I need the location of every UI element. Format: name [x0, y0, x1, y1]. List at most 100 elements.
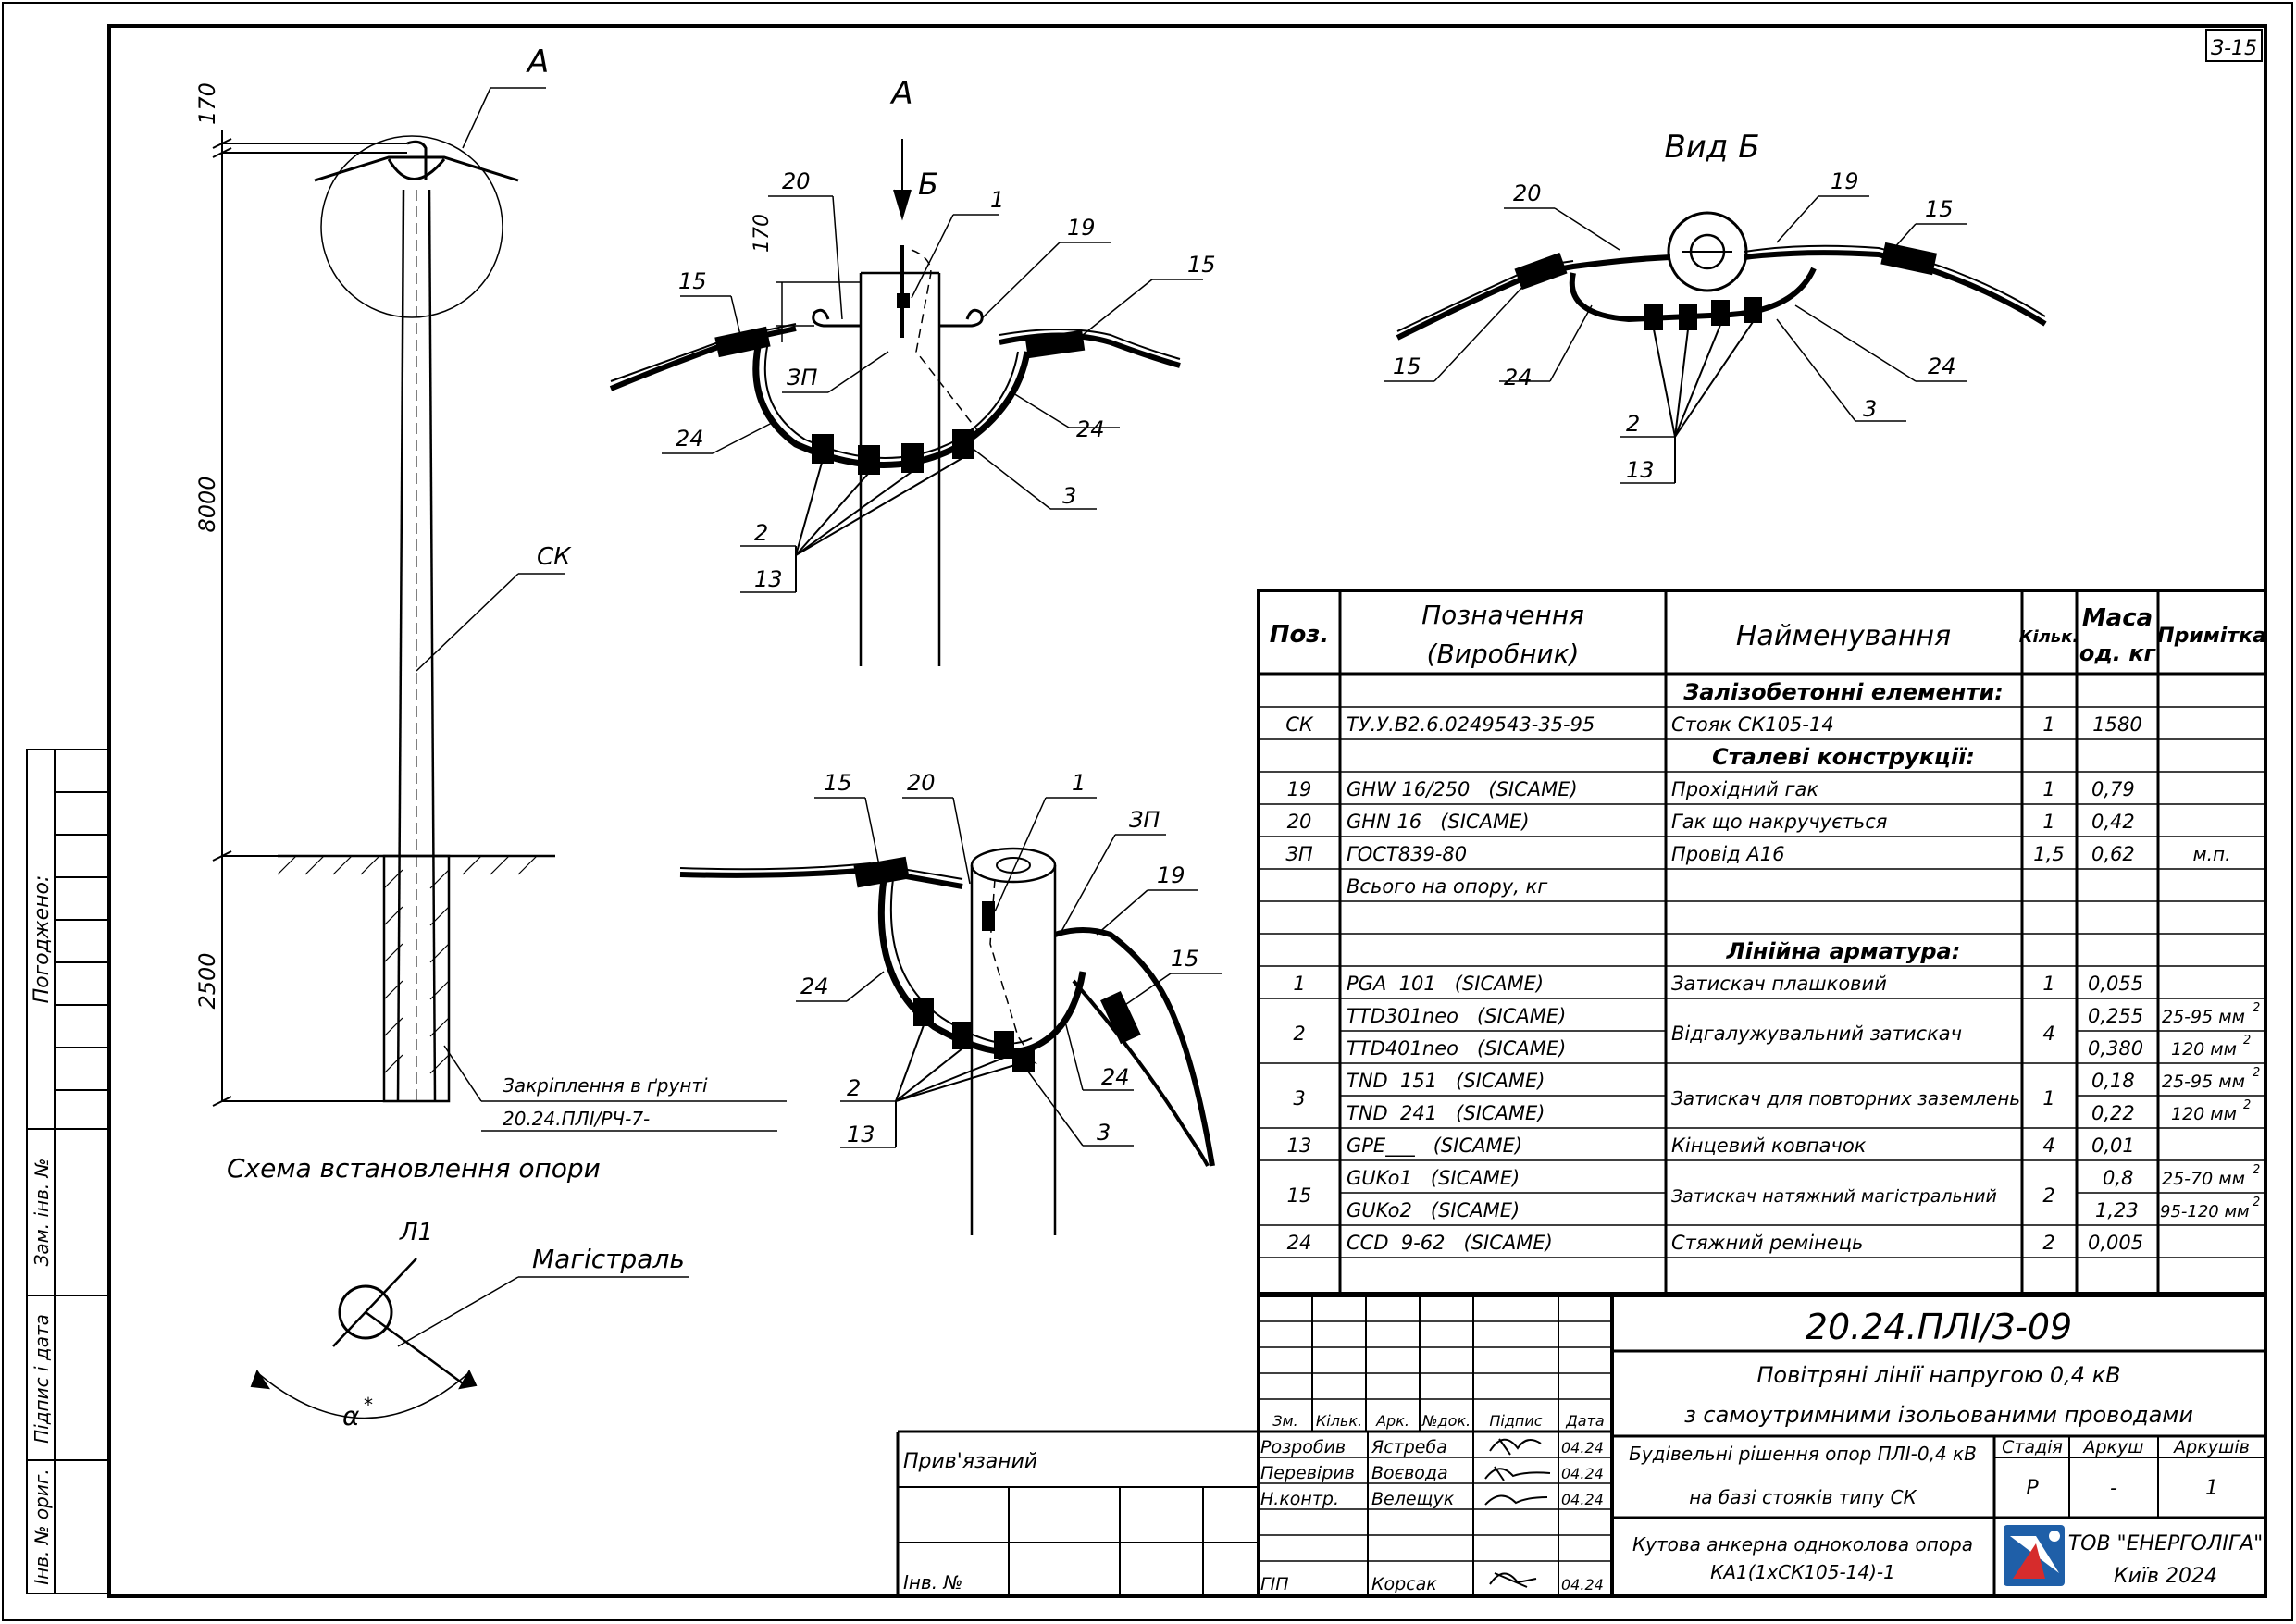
spec-r2-note-b: 120 мм	[2171, 1039, 2237, 1060]
d1-callout-24a: 24	[676, 426, 704, 452]
spec-total: Всього на опору, кг	[1347, 875, 1548, 898]
spec-r1-des: PGA 101 (SICAME)	[1347, 973, 1544, 995]
d3-callout-1: 1	[1072, 770, 1086, 796]
diagram-section-a	[609, 139, 1203, 666]
title-block-text: 20.24.ПЛІ/З-09 Повітряні лінії напругою …	[903, 1307, 2263, 1594]
spec-r3p-qty: 1,5	[2033, 843, 2064, 865]
tb-section1: Будівельні рішення опор ПЛІ-0,4 кВ	[1629, 1443, 1977, 1465]
spec-r3-des-b: TND 241 (SICAME)	[1347, 1102, 1545, 1124]
angle-alpha: α	[342, 1401, 360, 1432]
tb-date-developed: 04.24	[1561, 1439, 1604, 1457]
spec-r15-note-a: 25-70 мм	[2162, 1169, 2245, 1189]
vb-callout-13: 13	[1626, 457, 1655, 483]
tb-role-gip: ГІП	[1260, 1574, 1288, 1594]
vb-callout-2: 2	[1626, 411, 1640, 437]
spec-r3-note-a: 25-95 мм	[2162, 1072, 2245, 1092]
tb-col-kilk: Кільк.	[1316, 1412, 1362, 1430]
spec-ck-mass: 1580	[2092, 713, 2141, 736]
spec-r2-sup-a: 2	[2253, 1001, 2260, 1015]
viewb-title: Вид Б	[1664, 129, 1759, 166]
d1-callout-15b: 15	[1187, 252, 1216, 278]
spec-r20-des: GHN 16 (SICAME)	[1347, 811, 1530, 833]
spec-r2-mass-b: 0,380	[2088, 1037, 2143, 1060]
spec-r2-des-a: TTD301neo (SICAME)	[1347, 1005, 1566, 1027]
spec-r24-qty: 2	[2042, 1232, 2054, 1254]
spec-r19-mass: 0,79	[2091, 778, 2135, 800]
spec-r13-name: Кінцевий ковпачок	[1671, 1134, 1867, 1157]
vb-callout-19: 19	[1831, 168, 1859, 194]
company-logo-icon	[2004, 1525, 2065, 1586]
spec-r2-pos: 2	[1293, 1023, 1305, 1045]
d1-arrow-letter: А	[889, 75, 912, 112]
spec-r15-name: Затискач натяжний магістральний	[1671, 1186, 1997, 1207]
d1-arrow-b: Б	[918, 167, 938, 202]
d3-callout-24b: 24	[1101, 1064, 1130, 1090]
pole-elevation	[212, 87, 787, 1132]
d1-callout-1: 1	[990, 187, 1004, 213]
spec-r3-name: Затискач для повторних заземлень	[1671, 1087, 2020, 1110]
signature-scribbles	[1484, 1438, 1551, 1588]
tb-role-developed: Розробив	[1260, 1437, 1346, 1457]
tb-date-gip: 04.24	[1561, 1576, 1604, 1593]
tb-stage: Р	[2026, 1477, 2039, 1500]
tb-company: ТОВ "ЕНЕРГОЛІГА"	[2068, 1532, 2264, 1556]
spec-h-des1: Позначення	[1421, 600, 1584, 630]
spec-r24-des: CCD 9-62 (SICAME)	[1347, 1232, 1553, 1254]
label-agreed: Погоджено:	[31, 875, 54, 1004]
elev-section-letter: А	[526, 43, 549, 81]
d3-callout-3p: ЗП	[1129, 807, 1160, 833]
spec-r15-mass-b: 1,23	[2095, 1199, 2139, 1221]
spec-r1-name: Затискач плашковий	[1671, 973, 1887, 995]
spec-r3p-note: м.п.	[2193, 843, 2231, 865]
vb-callout-20: 20	[1513, 180, 1542, 206]
angle-symbol	[250, 1258, 689, 1419]
tb-stage-h: Стадія	[2002, 1437, 2063, 1457]
tb-sheet: -	[2110, 1477, 2117, 1500]
d3-callout-19: 19	[1157, 862, 1185, 888]
tb-title1: Повітряні лінії напругою 0,4 кВ	[1756, 1362, 2120, 1388]
title-block-grid	[896, 1294, 2265, 1596]
spec-r15-des-b: GUKo2 (SICAME)	[1347, 1199, 1520, 1221]
spec-ck-name: Стояк СК105-14	[1671, 713, 1834, 736]
diagram-isometric	[679, 797, 1222, 1235]
tb-name-normctrl: Велещук	[1371, 1489, 1455, 1509]
spec-h-name: Найменування	[1736, 620, 1951, 652]
spec-r20-pos: 20	[1287, 811, 1312, 833]
tb-role-checked: Перевірив	[1260, 1463, 1355, 1483]
elev-anchor-label: Закріплення в ґрунті	[503, 1074, 708, 1097]
ground-hatch	[277, 855, 538, 1074]
spec-r3p-pos: ЗП	[1285, 843, 1312, 865]
spec-r3-note-b: 120 мм	[2171, 1104, 2237, 1124]
d3-callout-20: 20	[907, 770, 936, 796]
spec-h-note: Примітка	[2157, 625, 2266, 648]
elev-ck-label: СК	[537, 543, 572, 571]
tb-city: Київ 2024	[2114, 1565, 2217, 1588]
d3-callout-24a: 24	[800, 973, 829, 999]
spec-h-pos: Поз.	[1270, 621, 1330, 649]
spec-r3-sup-b: 2	[2243, 1098, 2251, 1112]
spec-r2-des-b: TTD401neo (SICAME)	[1347, 1037, 1566, 1060]
spec-r2-note-a: 25-95 мм	[2162, 1007, 2245, 1027]
tb-sheet-title2: КА1(1хСК105-14)-1	[1710, 1561, 1895, 1583]
spec-r13-qty: 4	[2042, 1134, 2054, 1157]
spec-ck-pos: СК	[1285, 713, 1314, 736]
spec-sec-concrete: Залізобетонні елементи:	[1682, 679, 2004, 705]
spec-r15-sup-b: 2	[2253, 1196, 2260, 1209]
spec-r20-name: Гак що накручується	[1671, 811, 1887, 833]
elev-dim-top: 170	[194, 82, 220, 125]
spec-r20-qty: 1	[2042, 811, 2054, 833]
d1-callout-3: 3	[1062, 483, 1076, 509]
spec-r15-pos: 15	[1287, 1184, 1312, 1207]
spec-r15-sup-a: 2	[2253, 1163, 2260, 1177]
spec-r13-pos: 13	[1287, 1134, 1312, 1157]
spec-r19-name: Прохідний гак	[1671, 778, 1818, 800]
d1-dim-170: 170	[751, 214, 774, 253]
tb-inv-no: Інв. №	[903, 1571, 962, 1593]
tb-sheets: 1	[2205, 1477, 2218, 1500]
spec-r1-pos: 1	[1293, 973, 1305, 995]
spec-r3p-name: Провід А16	[1671, 843, 1784, 865]
d3-callout-15a: 15	[824, 770, 852, 796]
tb-sheet-h: Аркуш	[2081, 1437, 2143, 1457]
spec-r2-qty: 4	[2042, 1023, 2054, 1045]
